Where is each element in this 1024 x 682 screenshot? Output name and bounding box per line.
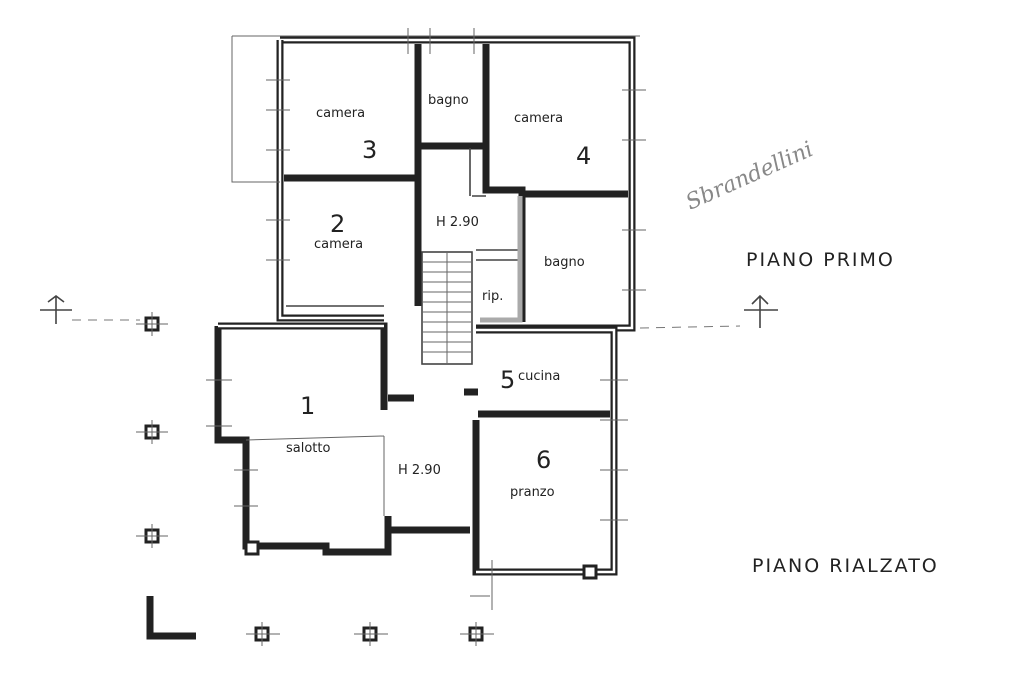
height-label-ground: H 2.90 [398,463,441,478]
room-number-salotto: 1 [300,392,315,420]
section-marker-right [744,294,778,328]
floor-title-upper: PIANO PRIMO [746,249,895,271]
height-label-upper: H 2.90 [436,215,479,230]
upper-floor-walls [276,36,636,332]
section-marker-left [40,295,72,324]
room-number-camera3: 3 [362,136,377,164]
dimension-ticks-ground [206,379,628,610]
room-number-pranzo: 6 [536,446,551,474]
room-label-camera4: camera [514,111,563,126]
room-number-camera2: 2 [330,210,345,238]
room-number-cucina: 5 [500,366,515,394]
staircase [421,251,473,365]
room-label-pranzo: pranzo [510,485,555,500]
room-number-camera4: 4 [576,142,591,170]
room-label-rip: rip. [482,289,503,304]
room-label-cucina: cucina [518,369,560,384]
signature: Sbrandellini [682,137,817,215]
room-label-bagno-right: bagno [544,255,585,270]
section-line [72,319,741,329]
dimension-ticks-upper [231,28,646,291]
room-label-camera2: camera [314,237,363,252]
room-label-camera3: camera [316,106,365,121]
pillars [136,312,598,646]
room-label-salotto: salotto [286,441,330,456]
room-label-bagno-top: bagno [428,93,469,108]
floor-title-ground: PIANO RIALZATO [752,555,939,577]
ground-floor-walls [214,322,618,576]
